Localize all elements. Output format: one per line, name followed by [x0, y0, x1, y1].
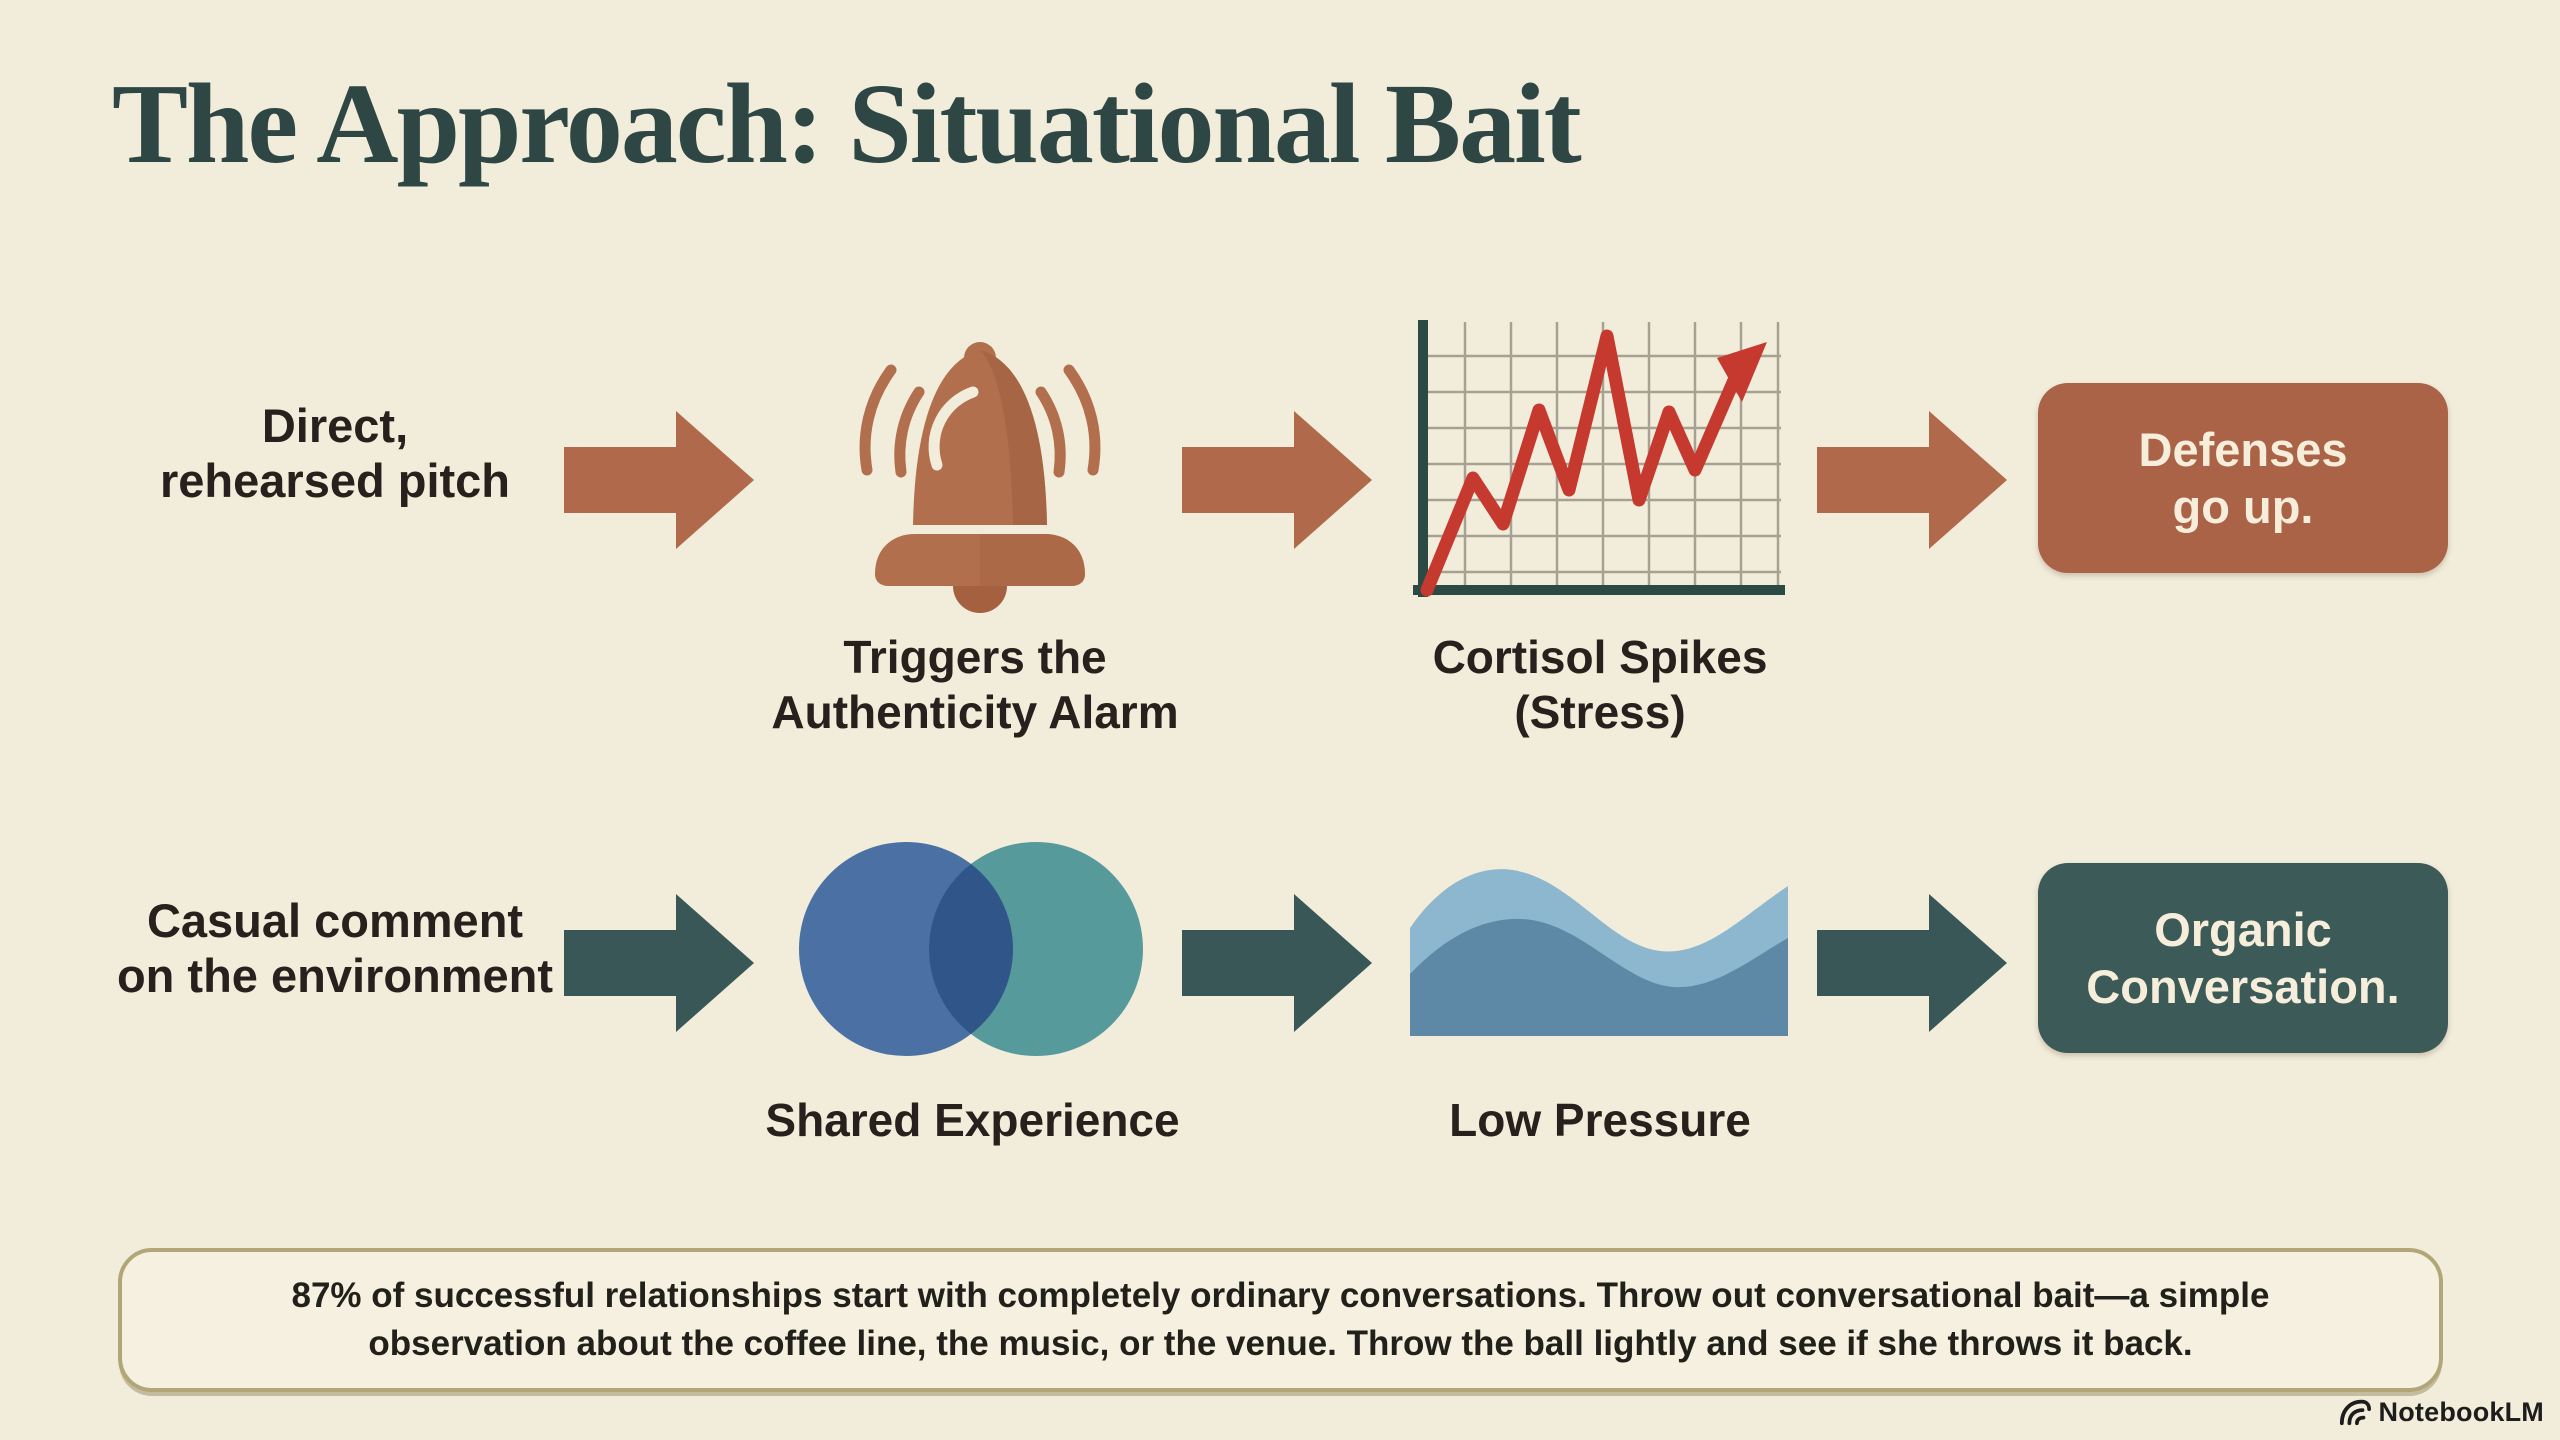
notebooklm-logo-icon	[2339, 1399, 2371, 1426]
row1-start-label: Direct, rehearsed pitch	[159, 399, 511, 508]
flow-arrow-icon	[564, 411, 754, 549]
spiking-line-chart-icon	[1413, 320, 1785, 597]
statistic-text: 87% of successful relationships start wi…	[291, 1275, 2270, 1363]
row2-outcome-box: Organic Conversation.	[2038, 863, 2448, 1053]
flow-arrow-icon	[1182, 894, 1372, 1032]
row1-step1-caption: Triggers the Authenticity Alarm	[771, 631, 1179, 739]
statistic-callout: 87% of successful relationships start wi…	[118, 1248, 2443, 1392]
row2-start-label: Casual comment on the environment	[116, 894, 554, 1003]
row1-outcome-box: Defenses go up.	[2038, 383, 2448, 573]
flow-arrow-icon	[564, 894, 754, 1032]
flow-arrow-icon	[1817, 411, 2007, 549]
page-title: The Approach: Situational Bait	[112, 60, 1582, 187]
wave-area-chart-icon	[1410, 869, 1788, 1036]
alarm-bell-icon	[859, 342, 1101, 613]
row1-step2-caption: Cortisol Spikes (Stress)	[1432, 631, 1768, 739]
row2-step2-caption: Low Pressure	[1449, 1094, 1751, 1146]
venn-overlap-circles-icon	[799, 842, 1143, 1056]
row2-step1-caption: Shared Experience	[765, 1094, 1180, 1146]
flow-arrow-icon	[1182, 411, 1372, 549]
flow-arrow-icon	[1817, 894, 2007, 1032]
watermark-label: NotebookLM	[2378, 1396, 2544, 1427]
notebooklm-watermark: NotebookLM	[2339, 1394, 2544, 1430]
